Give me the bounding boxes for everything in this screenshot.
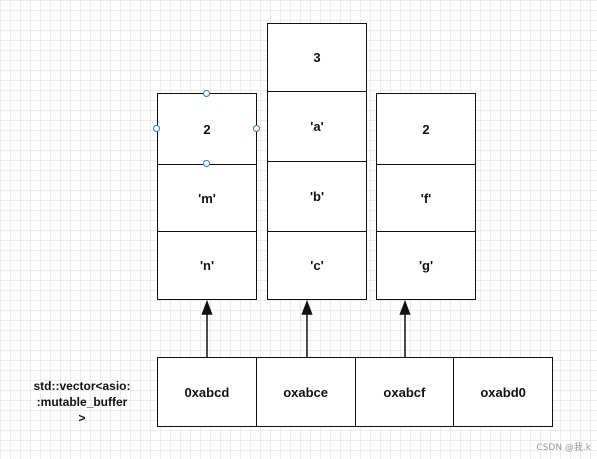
left-block-char-n-cell: 'n' — [158, 231, 256, 298]
buffer-address-cell: oxabd0 — [453, 358, 552, 426]
middle-block-char-b-cell: 'b' — [268, 161, 366, 231]
arrowhead-left-block — [201, 299, 213, 315]
right-block-size-cell: 2 — [422, 121, 430, 137]
arrowhead-middle-block — [301, 299, 313, 315]
vector-type-label-line-3: > — [78, 411, 86, 425]
right-block-char-f-cell: 'f' — [377, 164, 475, 231]
middle-block-char-a-cell: 'a' — [268, 91, 366, 161]
mutable-buffer-vector[interactable]: 0xabcd oxabce oxabcf oxabd0 — [157, 357, 553, 427]
selection-handle-top[interactable] — [203, 90, 210, 97]
arrowhead-right-block — [399, 299, 411, 315]
vector-type-label-line-2: :mutable_buffer — [36, 395, 128, 409]
selection-handle-left[interactable] — [153, 125, 160, 132]
selection-handle-bottom[interactable] — [203, 160, 210, 167]
buffer-address-cell: oxabcf — [354, 358, 454, 426]
buffer-address-cell: oxabce — [255, 358, 355, 426]
right-block-char-g-cell: 'g' — [377, 231, 475, 298]
left-block-size-cell: 2 — [203, 121, 211, 137]
middle-block-char-c-cell: 'c' — [268, 231, 366, 298]
buffer-address-cell: 0xabcd — [184, 384, 230, 400]
vector-type-label-line-1: std::vector<asio: — [33, 379, 131, 393]
middle-memory-block[interactable]: 3 'a' 'b' 'c' — [267, 23, 367, 300]
left-memory-block[interactable]: 2 'm' 'n' — [157, 93, 257, 300]
vector-type-label: std::vector<asio: :mutable_buffer > — [10, 378, 154, 426]
watermark: CSDN @我.k — [536, 443, 591, 453]
selection-handle-right[interactable] — [253, 125, 260, 132]
middle-block-size-cell: 3 — [313, 50, 321, 65]
right-memory-block[interactable]: 2 'f' 'g' — [376, 93, 476, 300]
